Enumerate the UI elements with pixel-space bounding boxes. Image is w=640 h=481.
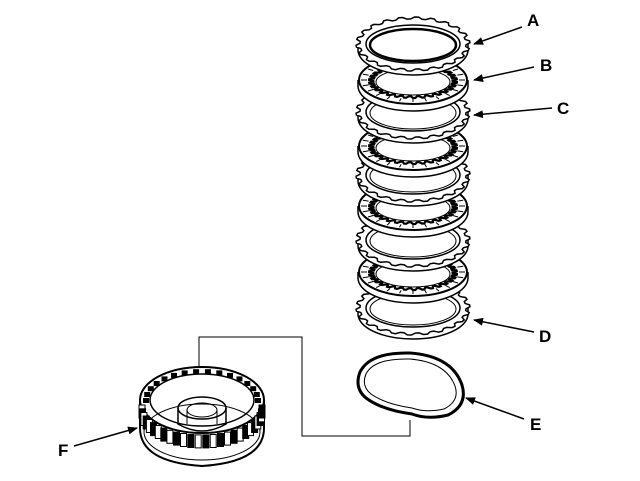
clutch-pack-stack bbox=[355, 16, 471, 340]
o-ring bbox=[356, 351, 465, 419]
end-plate bbox=[355, 16, 471, 76]
clutch-drum bbox=[138, 366, 266, 468]
leader-e bbox=[465, 397, 525, 420]
leader-c bbox=[473, 107, 553, 119]
leader-d bbox=[473, 317, 535, 333]
callout-a: A bbox=[527, 11, 539, 30]
callout-b: B bbox=[540, 56, 552, 75]
callout-e: E bbox=[530, 415, 541, 434]
leader-a bbox=[473, 26, 523, 45]
callout-d: D bbox=[539, 327, 551, 346]
leader-f bbox=[73, 426, 138, 447]
callout-f: F bbox=[58, 441, 68, 460]
callout-c: C bbox=[557, 99, 569, 118]
assembly-guide-line bbox=[198, 336, 411, 437]
callout-leaders bbox=[73, 26, 553, 447]
callout-labels: A B C D E F bbox=[58, 11, 569, 460]
friction-disc bbox=[357, 121, 469, 178]
leader-b bbox=[473, 66, 535, 83]
